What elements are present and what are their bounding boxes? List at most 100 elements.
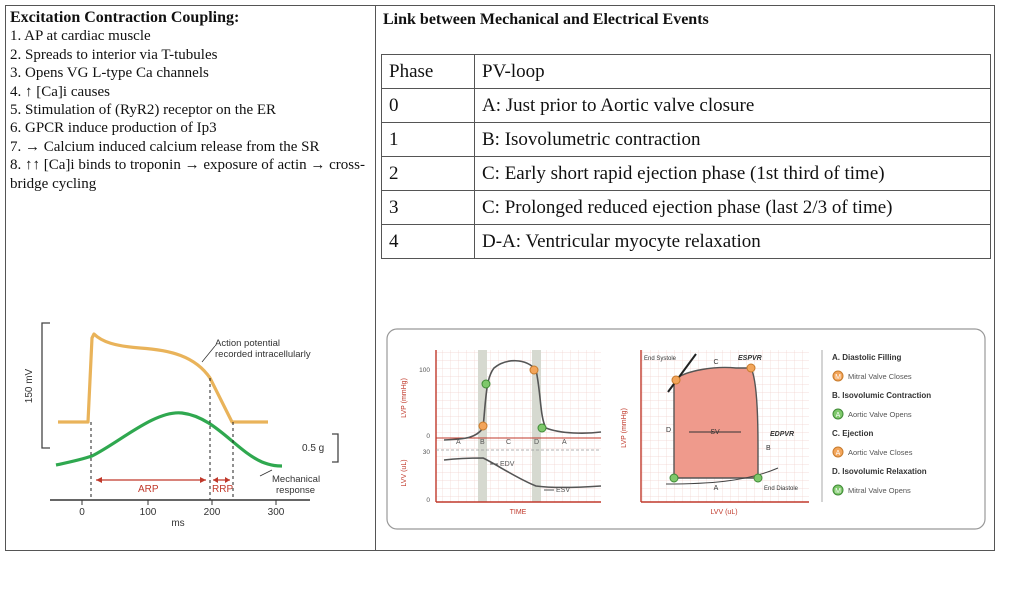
edpvr-label: EDPVR: [770, 431, 794, 438]
edv-label: EDV: [500, 461, 515, 468]
legend-marker-letter: A: [836, 412, 841, 419]
pvloop-cell: D-A: Ventricular myocyte relaxation: [474, 224, 991, 259]
legend-aortic-close-icon: [832, 446, 844, 458]
phase-letter-a2: A: [562, 439, 567, 446]
table-row: 1 B: Isovolumetric contraction: [381, 122, 991, 157]
end-diastole-label: End Diastole: [764, 486, 799, 492]
force-scale-bracket: [332, 433, 339, 463]
phase-letter-d: D: [534, 439, 539, 446]
legend-item: Aortic Valve Closes: [848, 448, 913, 457]
ec-item-6: 6. GPCR induce production of Ip3: [10, 120, 217, 137]
esv-label: ESV: [556, 487, 570, 494]
action-potential-figure: 150 mV ARP RRP 0.5 g Action potential re…: [24, 322, 339, 529]
legend-mitral-open-icon: [832, 484, 844, 496]
legend-header: D. Isovolumic Relaxation: [832, 467, 927, 476]
ec-item-1: 1. AP at cardiac muscle: [10, 28, 151, 45]
wiggers-y0b: 0: [426, 497, 430, 504]
phase-letter-b: B: [480, 439, 485, 446]
table-row: 2 C: Early short rapid ejection phase (1…: [381, 156, 991, 191]
legend-marker-letter: A: [836, 450, 841, 457]
wiggers-ylabel-top: LVP (mmHg): [401, 378, 408, 418]
ec-item-7: 7. → Calcium induced calcium release fro…: [10, 138, 320, 155]
pvloop-cell: A: Just prior to Aortic valve closure: [474, 88, 991, 123]
rrp-label: RRP: [212, 484, 233, 495]
pv-letter-d: D: [666, 427, 671, 434]
table-header-row: Phase PV-loop: [381, 54, 991, 89]
end-systole-label: End Systole: [644, 356, 677, 362]
pvloop-cell: C: Early short rapid ejection phase (1st…: [474, 156, 991, 191]
legend-header: C. Ejection: [832, 429, 873, 438]
phase-letter-a: A: [456, 439, 461, 446]
legend: A. Diastolic Filling M Mitral Valve Clos…: [832, 353, 931, 496]
legend-item: Mitral Valve Opens: [848, 486, 911, 495]
mv-scale-label: 150 mV: [24, 368, 35, 403]
legend-mitral-close-icon: [832, 370, 844, 382]
legend-marker-letter: M: [835, 374, 841, 381]
wiggers-xlabel: TIME: [510, 509, 527, 516]
tick-label-300: 300: [268, 507, 285, 518]
legend-item: Aortic Valve Opens: [848, 410, 912, 419]
document-frame: [5, 5, 995, 551]
phase-cell: 0: [381, 88, 475, 123]
legend-aortic-open-icon: [832, 408, 844, 420]
ec-coupling-title: Excitation Contraction Coupling:: [10, 9, 240, 26]
column-divider: [375, 5, 376, 551]
wiggers-grid: [436, 350, 601, 502]
mv-scale-bracket: [41, 322, 50, 449]
legend-marker-letter: M: [835, 488, 841, 495]
mech-label-line2: response: [276, 485, 315, 496]
tick-label-200: 200: [204, 507, 221, 518]
pv-aortic-open-marker: [753, 473, 763, 483]
phase-cell: 3: [381, 190, 475, 225]
pvloop-ylabel: LVP (mmHg): [621, 408, 628, 448]
link-section-title: Link between Mechanical and Electrical E…: [383, 11, 709, 28]
wiggers-y100: 100: [419, 367, 430, 374]
arp-label: ARP: [138, 484, 159, 495]
tick-label-0: 0: [79, 507, 85, 518]
ec-item-8: 8. ↑↑ [Ca]i binds to troponin → exposure…: [10, 157, 365, 192]
mech-label-leader: [259, 469, 273, 477]
wiggers-y0: 0: [426, 433, 430, 440]
espvr-line: [667, 353, 697, 393]
mitral-open-marker: [537, 423, 547, 433]
pv-letter-b: B: [766, 445, 771, 452]
phase-cell: 4: [381, 224, 475, 259]
pvloop-cell: C: Prolonged reduced ejection phase (las…: [474, 190, 991, 225]
phase-cell: 1: [381, 122, 475, 157]
pv-mitral-open-marker: [669, 473, 679, 483]
espvr-label: ESPVR: [738, 355, 762, 362]
pv-mitral-close-marker: [746, 363, 756, 373]
ap-label-line1: Action potential: [215, 338, 280, 349]
pressure-curve: [443, 359, 602, 441]
ap-label-line2: recorded intracellularly: [215, 349, 311, 360]
pv-letter-c: C: [713, 359, 718, 366]
table-row: 0 A: Just prior to Aortic valve closure: [381, 88, 991, 123]
mitral-close-marker: [478, 421, 488, 431]
isovolumic-band-2: [532, 350, 541, 502]
ec-item-3: 3. Opens VG L-type Ca channels: [10, 65, 209, 82]
table-row: 4 D-A: Ventricular myocyte relaxation: [381, 224, 991, 259]
rrp-arrowheads: [213, 477, 230, 483]
header-pvloop: PV-loop: [474, 54, 991, 89]
tick-label-100: 100: [140, 507, 157, 518]
mechanical-response-curve: [55, 411, 283, 468]
volume-curve: [443, 457, 602, 489]
ec-item-4: 4. ↑ [Ca]i causes: [10, 83, 110, 100]
legend-header: A. Diastolic Filling: [832, 353, 901, 362]
action-potential-curve: [58, 332, 268, 424]
pv-loop-area: [673, 366, 759, 479]
force-scale-label: 0.5 g: [302, 443, 324, 454]
ec-item-2: 2. Spreads to interior via T-tubules: [10, 46, 218, 63]
legend-item: Mitral Valve Closes: [848, 372, 912, 381]
wiggers-ylabel-bottom: LVV (uL): [401, 459, 408, 486]
wiggers-y30: 30: [423, 449, 431, 456]
time-axis-label: ms: [171, 518, 184, 529]
table-row: 3 C: Prolonged reduced ejection phase (l…: [381, 190, 991, 225]
aortic-open-marker: [481, 379, 491, 389]
mech-label-line1: Mechanical: [272, 474, 320, 485]
sv-label: SV: [710, 429, 720, 436]
edpvr-curve: [665, 467, 779, 485]
pv-letter-a: A: [714, 485, 719, 492]
pvloop-xlabel: LVV (uL): [710, 509, 737, 516]
phase-table: Phase PV-loop 0 A: Just prior to Aortic …: [381, 54, 991, 259]
